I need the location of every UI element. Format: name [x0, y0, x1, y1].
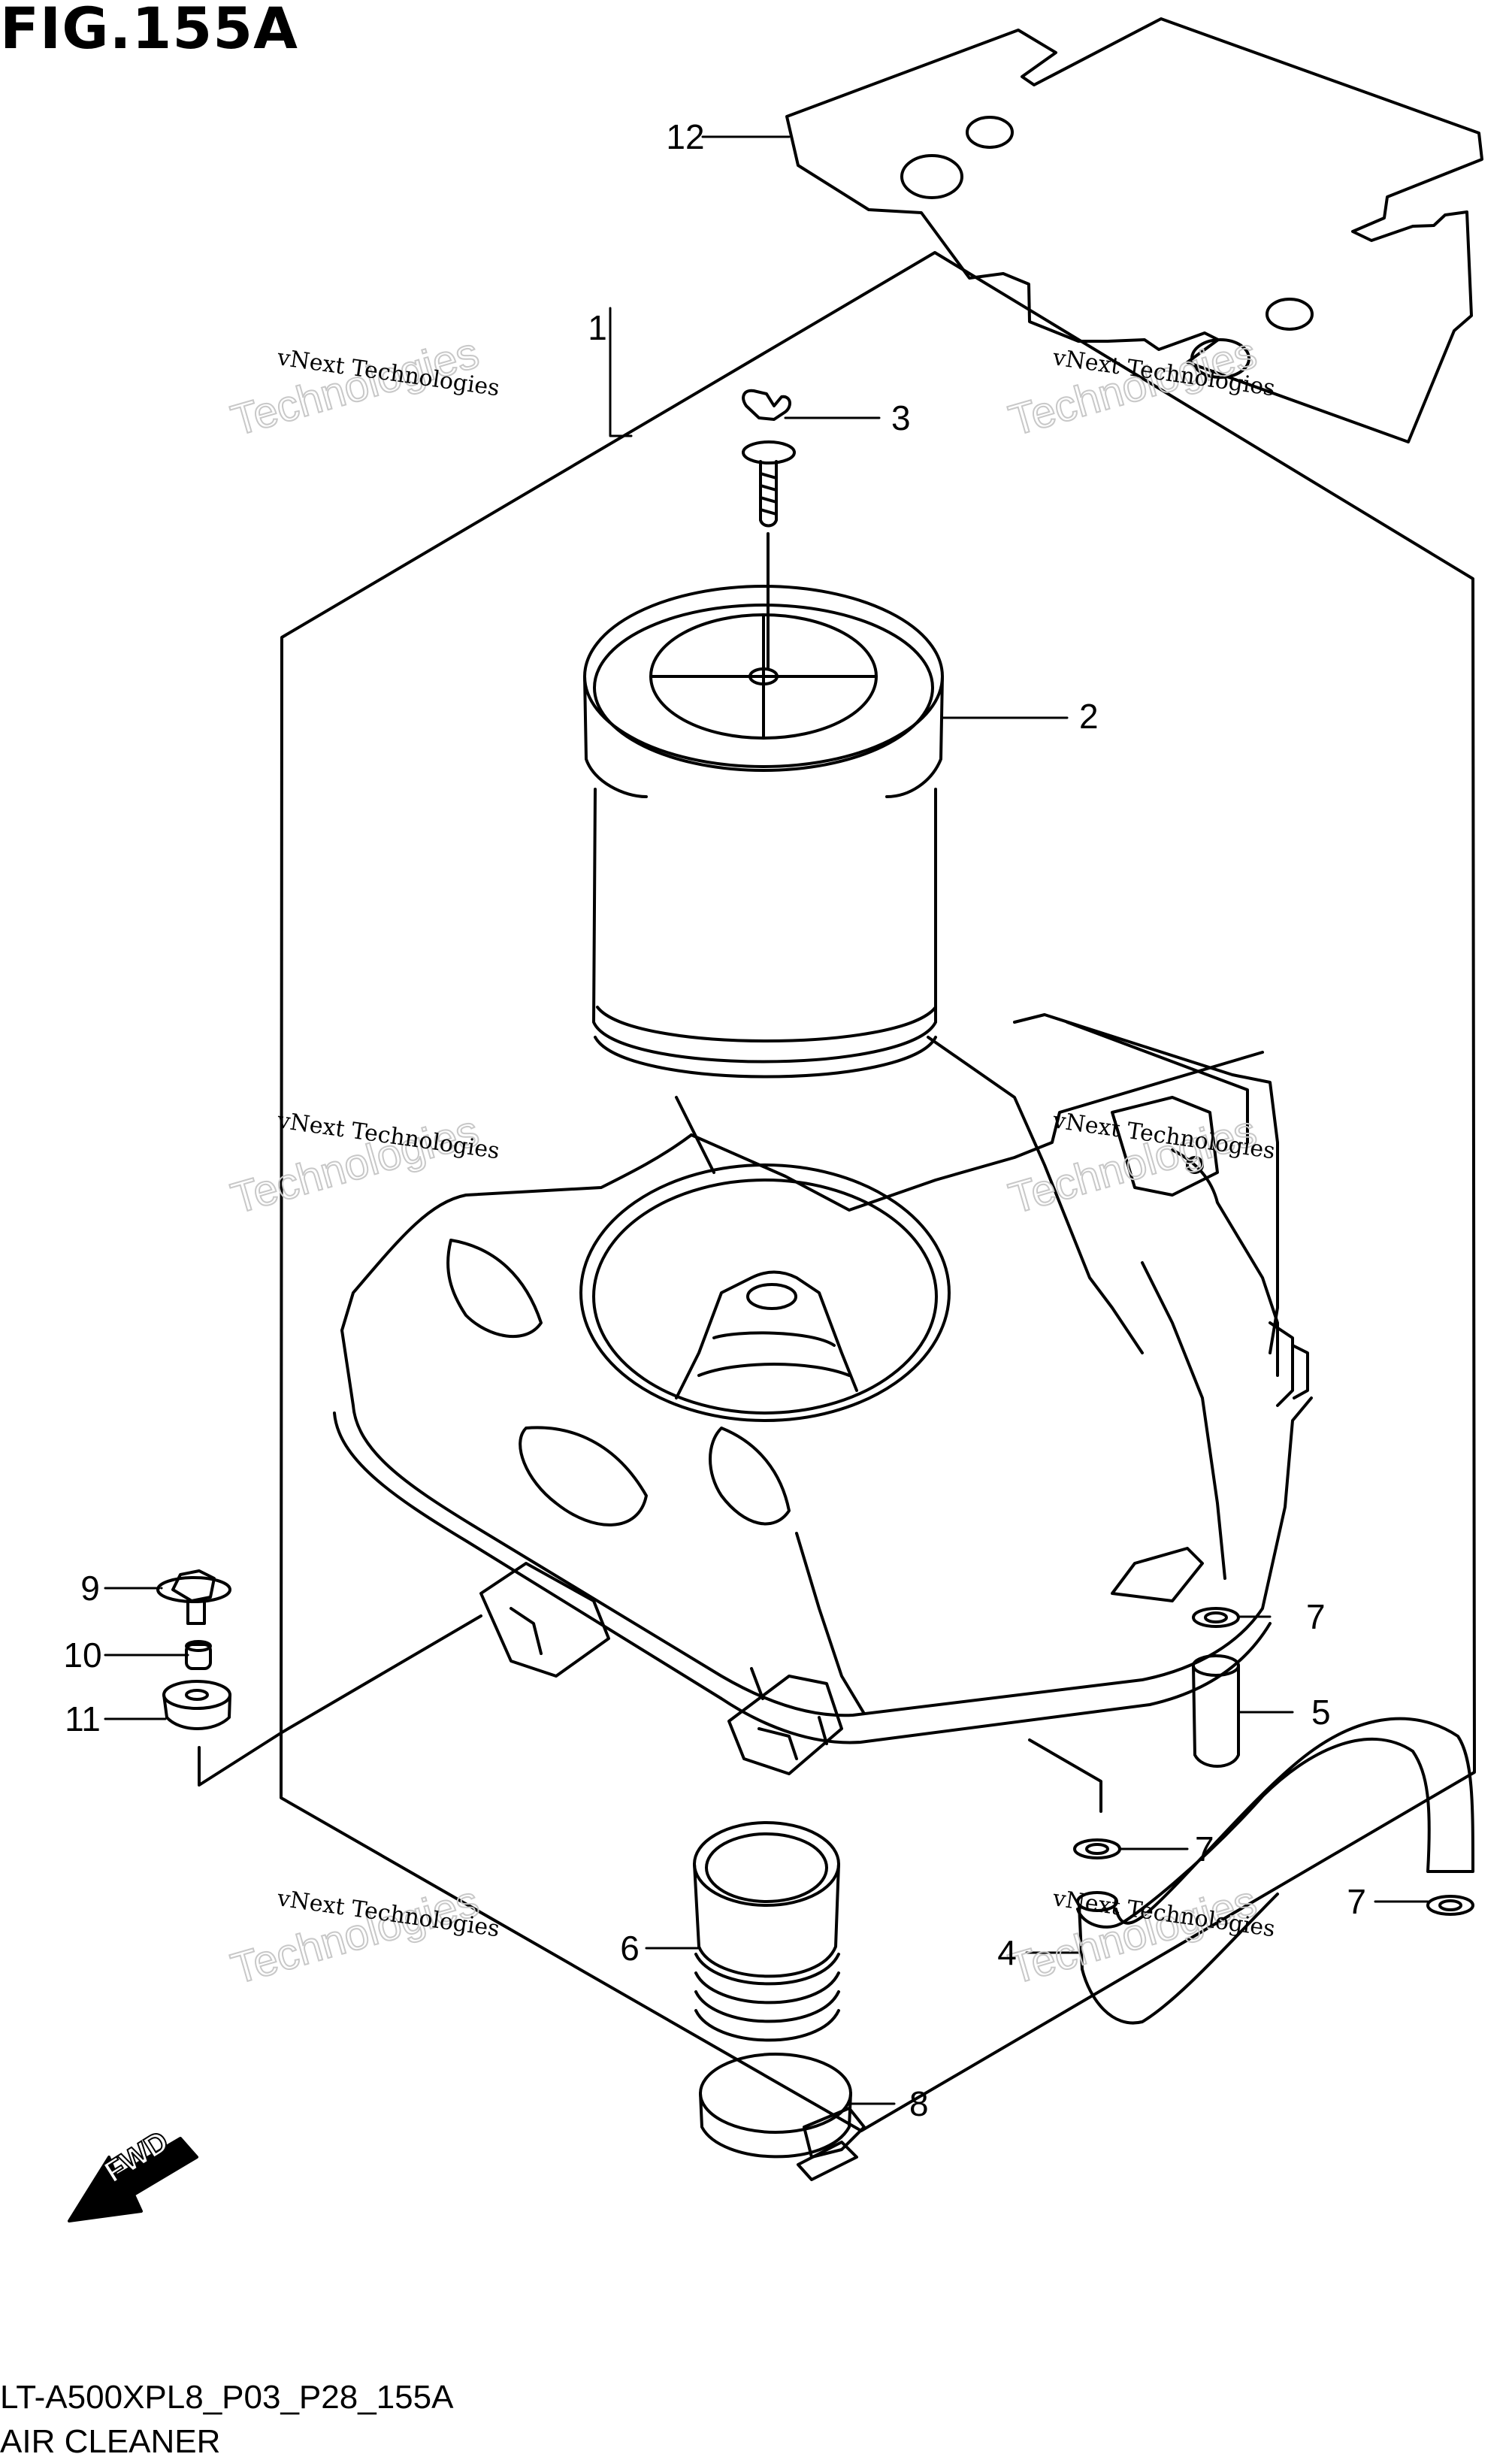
air-cleaner-case — [333, 1013, 1313, 1775]
fwd-arrow-icon — [68, 2137, 198, 2222]
breather-hose-long — [1076, 1717, 1474, 2025]
figure-description: AIR CLEANER — [0, 2423, 221, 2460]
bolt — [156, 1569, 231, 1625]
grommet — [162, 1680, 231, 1730]
hose-clamp-upper — [1192, 1607, 1240, 1628]
callout-labels: 1 2 3 4 5 6 7 7 7 8 9 10 11 12 — [63, 117, 1366, 2123]
callout-3: 3 — [891, 398, 911, 437]
callout-11: 11 — [65, 1699, 101, 1738]
figure-title: FIG.155A — [0, 0, 298, 62]
callout-7-upper: 7 — [1306, 1597, 1326, 1636]
callout-4: 4 — [997, 1933, 1017, 1972]
callout-12: 12 — [666, 117, 704, 156]
callout-1: 1 — [588, 308, 607, 347]
figure-code: LT-A500XPL8_P03_P28_155A — [0, 2379, 454, 2416]
intake-boot — [693, 1821, 840, 2042]
leader-grommet — [198, 1614, 482, 1787]
air-filter-element — [583, 585, 944, 1079]
breather-hose-short — [1192, 1654, 1240, 1768]
assembly-boundary — [280, 251, 1476, 2132]
hose-clamp-middle — [1073, 1838, 1121, 1859]
callout-6: 6 — [620, 1929, 640, 1968]
callout-9: 9 — [80, 1569, 100, 1608]
callout-5: 5 — [1311, 1693, 1331, 1732]
callout-8: 8 — [909, 2084, 929, 2123]
band-clamp — [699, 2053, 866, 2181]
seal-plate — [785, 17, 1483, 443]
callout-7-right: 7 — [1347, 1882, 1366, 1921]
wing-screw — [742, 389, 796, 670]
callout-7-middle: 7 — [1195, 1829, 1214, 1868]
collar — [185, 1640, 212, 1670]
hose-clamp-right — [1426, 1895, 1474, 1916]
leader-lines — [104, 135, 1429, 2105]
callout-2: 2 — [1079, 697, 1099, 736]
callout-10: 10 — [63, 1635, 101, 1675]
leader-hose — [1028, 1738, 1102, 1813]
